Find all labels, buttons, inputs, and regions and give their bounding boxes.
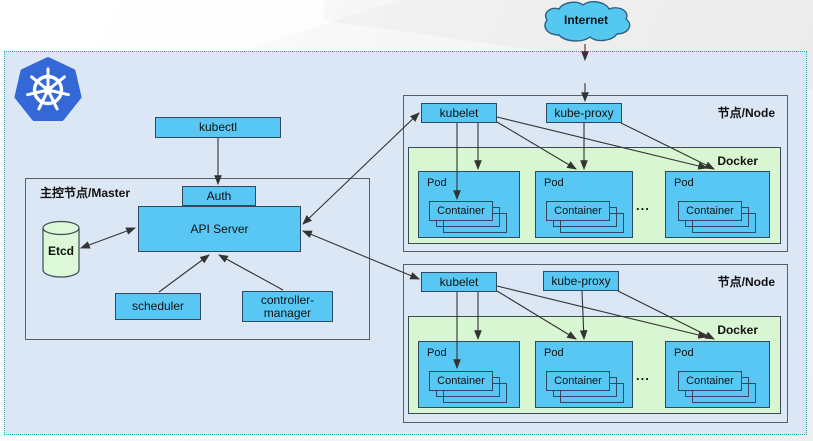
node1-label: 节点/Node (717, 106, 775, 120)
node1-pod3: Pod Container (665, 171, 770, 238)
etcd-database: Etcd (42, 220, 80, 278)
internet-cloud: Internet (538, 1, 634, 45)
scheduler-box: scheduler (115, 293, 201, 320)
container-box: Container (678, 371, 742, 391)
container-stack: Container (678, 371, 758, 405)
master-node-label: 主控节点/Master (40, 186, 131, 200)
container-box: Container (429, 201, 493, 221)
node2-docker-label: Docker (717, 323, 758, 337)
pod-label: Pod (544, 177, 564, 189)
node2-pod3: Pod Container (665, 341, 770, 408)
cloud-icon (544, 1, 631, 42)
container-stack: Container (546, 371, 626, 405)
database-cylinder-icon (42, 220, 80, 278)
container-stack: Container (678, 201, 758, 235)
node2-pod2: Pod Container (535, 341, 633, 408)
node1-docker-label: Docker (717, 154, 758, 168)
node2-pod1: Pod Container (418, 341, 520, 408)
pod-label: Pod (427, 177, 447, 189)
node2-box (403, 264, 788, 423)
kubectl-box: kubectl (155, 117, 281, 138)
node2-kubelet-box: kubelet (421, 272, 497, 292)
container-stack: Container (429, 201, 509, 235)
pod-label: Pod (544, 347, 564, 359)
auth-box: Auth (182, 186, 256, 206)
pods-ellipsis: ... (636, 198, 650, 213)
node1-pod2: Pod Container (535, 171, 633, 238)
node2-label: 节点/Node (717, 275, 775, 289)
container-stack: Container (546, 201, 626, 235)
node2-kube-proxy-box: kube-proxy (543, 271, 619, 291)
pods-ellipsis: ... (636, 368, 650, 383)
container-box: Container (429, 371, 493, 391)
etcd-label: Etcd (47, 244, 74, 258)
node1-pod1: Pod Container (418, 171, 520, 238)
pod-label: Pod (674, 347, 694, 359)
container-stack: Container (429, 371, 509, 405)
container-box: Container (678, 201, 742, 221)
api-server-box: API Server (138, 206, 301, 252)
container-box: Container (546, 371, 610, 391)
node1-kubelet-box: kubelet (421, 103, 497, 123)
pod-label: Pod (427, 347, 447, 359)
container-box: Container (546, 201, 610, 221)
internet-label: Internet (563, 13, 608, 27)
controller-manager-box: controller- manager (242, 291, 333, 322)
node1-kube-proxy-box: kube-proxy (546, 103, 622, 123)
pod-label: Pod (674, 177, 694, 189)
